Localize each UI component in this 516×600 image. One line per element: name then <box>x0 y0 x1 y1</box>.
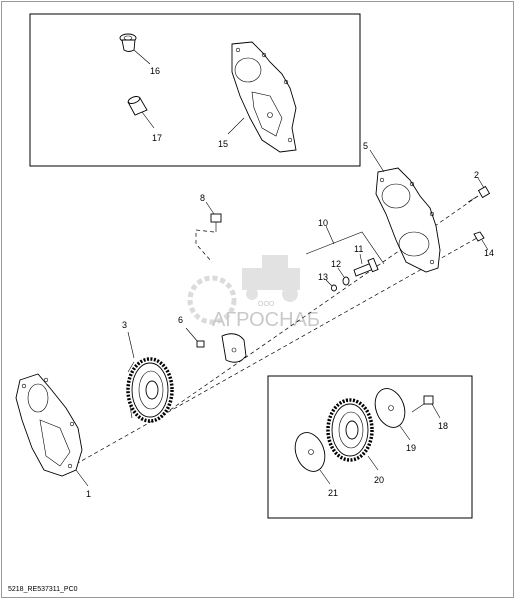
callout-2: 2 <box>474 170 479 180</box>
callout-15: 15 <box>218 139 228 149</box>
callout-10: 10 <box>318 218 328 228</box>
callout-11: 11 <box>354 244 363 254</box>
part-20-gear <box>326 398 374 462</box>
inset-box-top <box>29 13 361 167</box>
part-11-pin <box>353 257 379 277</box>
part-6-screw <box>196 340 205 348</box>
part-18-screw <box>411 395 434 413</box>
part-5-cover <box>375 167 441 273</box>
part-14-nut <box>473 231 485 242</box>
callout-1: 1 <box>86 489 91 499</box>
callout-13: 13 <box>318 272 328 282</box>
callout-12: 12 <box>331 259 341 269</box>
part-13-ring <box>331 284 337 292</box>
callout-20: 20 <box>374 475 384 485</box>
watermark-text: АГРОСНАБ <box>212 309 320 331</box>
callout-16: 16 <box>150 66 160 76</box>
part-1-gasket <box>15 373 83 477</box>
part-2-bolt <box>467 185 491 203</box>
callout-8: 8 <box>200 193 205 203</box>
part-6-thrust-plate <box>221 333 247 363</box>
part-16-bushing <box>119 33 137 52</box>
part-19-plate <box>374 388 406 428</box>
callout-19: 19 <box>406 443 416 453</box>
inset-box-bottom <box>267 375 473 519</box>
part-12-washer <box>342 276 350 286</box>
callout-5: 5 <box>363 141 368 151</box>
callout-18: 18 <box>438 421 448 431</box>
part-21-plate <box>294 432 326 472</box>
part-8-screw <box>210 213 222 232</box>
watermark-logo <box>187 255 300 325</box>
watermark-prefix: ООО <box>258 301 275 308</box>
callout-6: 6 <box>178 315 183 325</box>
callout-14: 14 <box>484 248 494 258</box>
figure-code: 5218_RE537311_PC0 <box>8 586 78 593</box>
callout-21: 21 <box>328 488 338 498</box>
part-15-gasket <box>231 41 297 153</box>
part-17-sleeve <box>127 96 148 116</box>
callout-3: 3 <box>122 320 127 330</box>
part-10-group-bracket <box>305 231 385 265</box>
callout-17: 17 <box>152 133 162 143</box>
part-3-gear <box>126 357 174 423</box>
